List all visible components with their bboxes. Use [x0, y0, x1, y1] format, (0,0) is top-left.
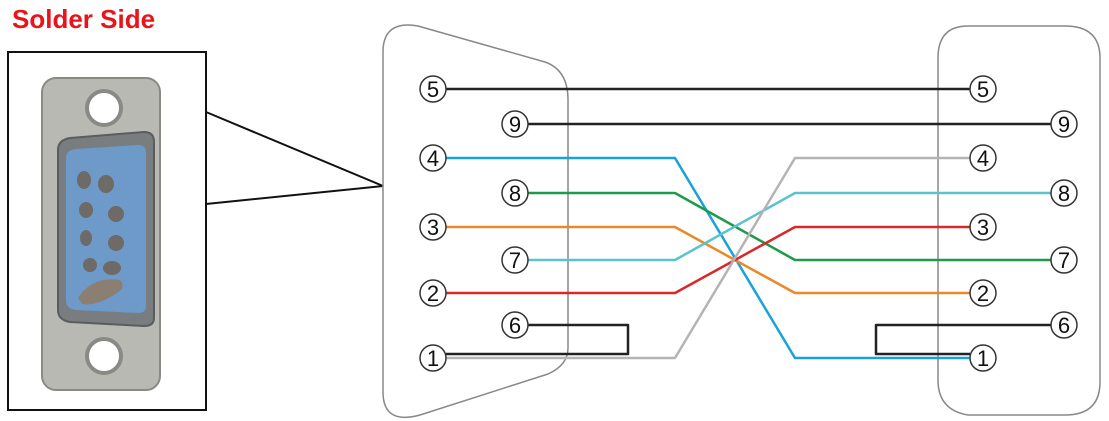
right-pin-8-circle — [1050, 179, 1078, 207]
pins-group: 5 9 4 8 3 7 2 6 1 5 9 4 8 3 7 2 6 1 — [419, 75, 1078, 372]
right-connector-shell — [937, 25, 1101, 416]
left-pin-3-circle — [419, 213, 447, 241]
left-pin-8-circle — [501, 179, 529, 207]
right-pin-7-label: 7 — [1058, 248, 1070, 273]
right-pin-8-label: 8 — [1058, 181, 1070, 206]
right-pin-3: 3 — [969, 213, 997, 241]
callout-line-bottom — [205, 185, 384, 205]
right-pin-4: 4 — [969, 144, 997, 172]
left-pin-1: 1 — [419, 344, 447, 372]
left-pin-4-circle — [419, 144, 447, 172]
left-pin-7: 7 — [501, 246, 529, 274]
left-pin-9-circle — [501, 110, 529, 138]
left-pin-6-circle — [501, 311, 529, 339]
left-pin-9-label: 9 — [509, 112, 521, 137]
left-pin-5-label: 5 — [427, 77, 439, 102]
right-pin-5: 5 — [969, 75, 997, 103]
left-pin-6: 6 — [501, 311, 529, 339]
right-pin-6-circle — [1050, 311, 1078, 339]
right-pin-9-circle — [1050, 110, 1078, 138]
loopback-left-6-1 — [446, 323, 630, 356]
db9-connector-photo-icon — [41, 77, 161, 391]
left-pin-2-label: 2 — [427, 281, 439, 306]
right-pin-1-circle — [969, 344, 997, 372]
left-pin-8: 8 — [501, 179, 529, 207]
wire-gray-1-to-4 — [446, 156, 970, 360]
left-pin-1-label: 1 — [427, 346, 439, 371]
left-pin-6-label: 6 — [509, 313, 521, 338]
right-pin-3-label: 3 — [977, 215, 989, 240]
wire-cyan-7-to-8 — [528, 191, 1051, 262]
left-pin-2: 2 — [419, 279, 447, 307]
left-pin-5: 5 — [419, 75, 447, 103]
right-pin-2: 2 — [969, 279, 997, 307]
diagram-title: Solder Side — [12, 4, 156, 34]
callout-line-top — [205, 111, 384, 187]
right-pin-4-label: 4 — [977, 146, 989, 171]
right-pin-1-label: 1 — [977, 346, 989, 371]
right-pin-4-circle — [969, 144, 997, 172]
right-pin-9-label: 9 — [1058, 112, 1070, 137]
left-pin-2-circle — [419, 279, 447, 307]
loopback-right-6-1 — [874, 323, 1051, 356]
left-pin-7-circle — [501, 246, 529, 274]
left-pin-5-circle — [419, 75, 447, 103]
right-pin-1: 1 — [969, 344, 997, 372]
right-pin-5-label: 5 — [977, 77, 989, 102]
right-pin-9: 9 — [1050, 110, 1078, 138]
left-pin-7-label: 7 — [509, 248, 521, 273]
right-pin-7-circle — [1050, 246, 1078, 274]
wires-group — [446, 87, 1051, 360]
right-pin-2-label: 2 — [977, 281, 989, 306]
left-pin-1-circle — [419, 344, 447, 372]
left-pin-3: 3 — [419, 213, 447, 241]
left-pin-3-label: 3 — [427, 215, 439, 240]
right-pin-8: 8 — [1050, 179, 1078, 207]
right-pin-6-label: 6 — [1058, 313, 1070, 338]
right-pin-2-circle — [969, 279, 997, 307]
right-pin-5-circle — [969, 75, 997, 103]
left-pin-4: 4 — [419, 144, 447, 172]
right-pin-7: 7 — [1050, 246, 1078, 274]
right-pin-3-circle — [969, 213, 997, 241]
left-pin-8-label: 8 — [509, 181, 521, 206]
right-pin-6: 6 — [1050, 311, 1078, 339]
left-pin-4-label: 4 — [427, 146, 439, 171]
left-pin-9: 9 — [501, 110, 529, 138]
